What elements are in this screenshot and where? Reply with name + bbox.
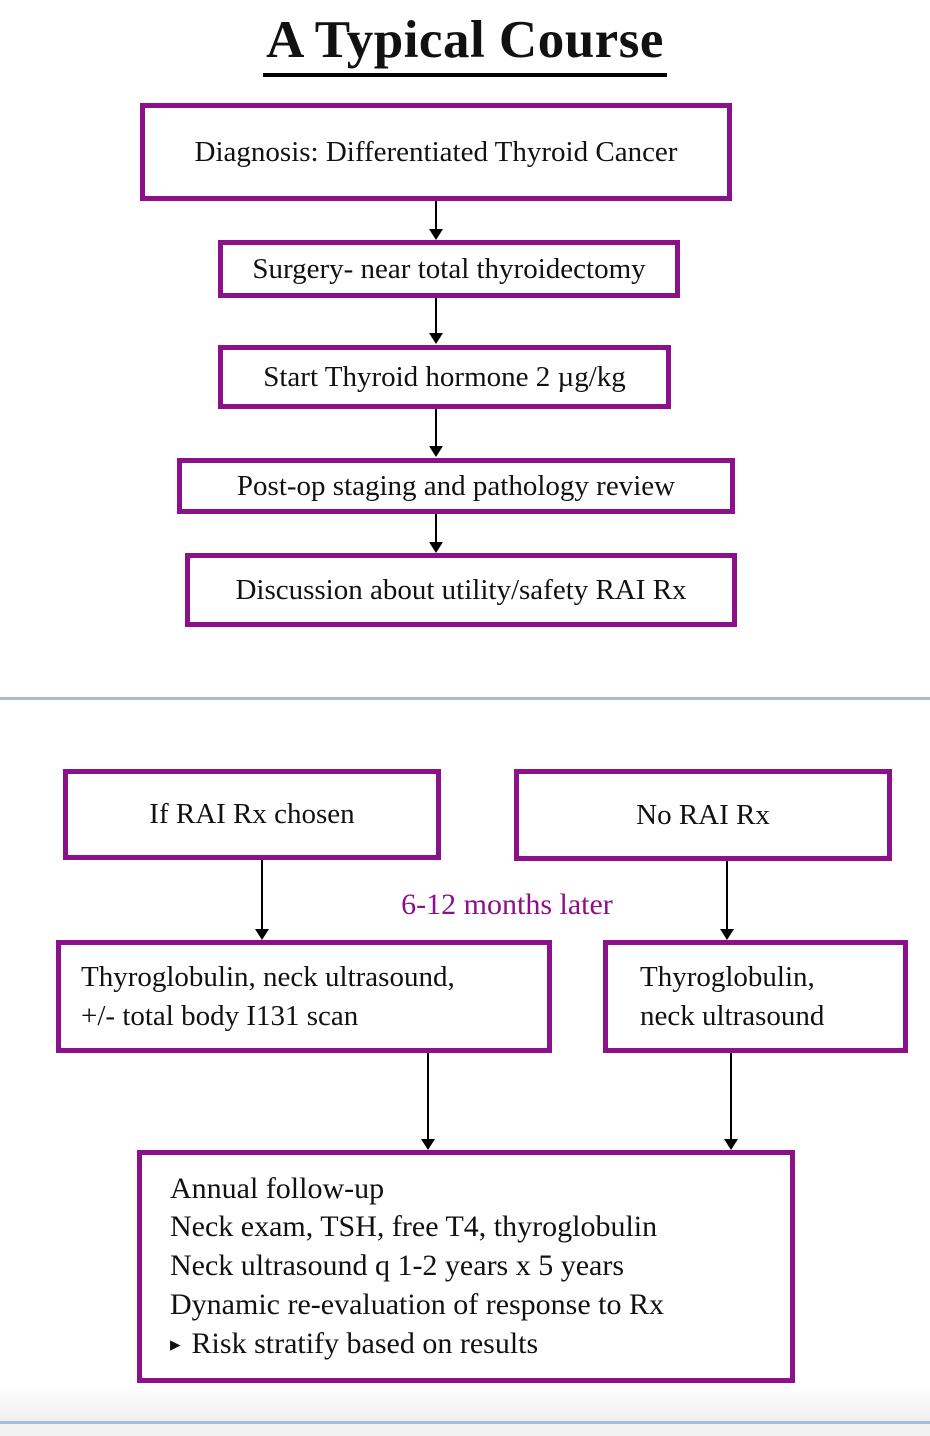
rai-chosen-box: If RAI Rx chosen	[63, 769, 441, 860]
arrow-shaft	[726, 861, 728, 932]
surgery-box-label: Surgery- near total thyroidectomy	[252, 252, 646, 285]
diagnosis-box: Diagnosis: Differentiated Thyroid Cancer	[140, 103, 732, 201]
annual-followup-line-3: Neck ultrasound q 1-2 years x 5 years	[170, 1249, 625, 1283]
arrow-shaft	[435, 201, 437, 232]
arrow-head-icon	[429, 229, 443, 240]
page-title-text: A Typical Course	[263, 10, 667, 77]
flow-arrow-8	[724, 1053, 738, 1150]
bottom-fade	[0, 1386, 930, 1421]
no-rai-followup-box: Thyroglobulin, neck ultrasound	[603, 940, 908, 1053]
risk-stratify-text: Risk stratify based on results	[191, 1326, 539, 1360]
arrow-head-icon	[429, 333, 443, 344]
annual-followup-line-4: Dynamic re-evaluation of response to Rx	[170, 1287, 665, 1321]
flow-arrow-1	[429, 201, 443, 240]
arrow-head-icon	[720, 929, 734, 940]
arrow-head-icon	[429, 542, 443, 553]
triangle-bullet-icon: ▸	[170, 1331, 181, 1356]
no-rai-followup-line-1: Thyroglobulin,	[640, 960, 815, 993]
rai-followup-line-2: +/- total body I131 scan	[81, 999, 359, 1032]
thyroid-hormone-box: Start Thyroid hormone 2 µg/kg	[218, 345, 671, 409]
risk-stratify-line: ▸ Risk stratify based on results	[170, 1325, 538, 1364]
flow-arrow-5	[255, 860, 269, 940]
rai-followup-line-1: Thyroglobulin, neck ultrasound,	[81, 960, 455, 993]
no-rai-box-label: No RAI Rx	[636, 798, 770, 831]
annual-followup-line-1: Annual follow-up	[170, 1171, 385, 1205]
postop-staging-box-label: Post-op staging and pathology review	[236, 469, 676, 502]
page-title: A Typical Course	[0, 10, 930, 77]
surgery-box: Surgery- near total thyroidectomy	[218, 240, 680, 298]
flow-arrow-3	[429, 409, 443, 457]
arrow-shaft	[261, 860, 263, 932]
arrow-shaft	[435, 298, 437, 336]
no-rai-box: No RAI Rx	[514, 769, 892, 861]
bottom-divider	[0, 1421, 930, 1424]
flow-arrow-2	[429, 298, 443, 344]
arrow-shaft	[730, 1053, 732, 1142]
postop-staging-box: Post-op staging and pathology review	[177, 458, 735, 514]
arrow-head-icon	[421, 1139, 435, 1150]
flow-arrow-6	[720, 861, 734, 940]
arrow-shaft	[427, 1053, 429, 1142]
annual-followup-box: Annual follow-up Neck exam, TSH, free T4…	[137, 1150, 795, 1383]
no-rai-followup-line-2: neck ultrasound	[640, 999, 825, 1032]
annual-followup-line-2: Neck exam, TSH, free T4, thyroglobulin	[170, 1210, 658, 1244]
rai-chosen-box-label: If RAI Rx chosen	[149, 798, 355, 831]
arrow-shaft	[435, 514, 437, 545]
section-divider	[0, 697, 930, 700]
rai-discussion-box: Discussion about utility/safety RAI Rx	[185, 553, 737, 627]
thyroid-hormone-box-label: Start Thyroid hormone 2 µg/kg	[263, 360, 626, 393]
bottom-strip	[0, 1424, 930, 1436]
interval-label: 6-12 months later	[401, 888, 613, 921]
rai-discussion-box-label: Discussion about utility/safety RAI Rx	[235, 573, 687, 606]
arrow-head-icon	[255, 929, 269, 940]
rai-followup-box: Thyroglobulin, neck ultrasound, +/- tota…	[56, 940, 552, 1053]
arrow-shaft	[435, 409, 437, 449]
flow-arrow-4	[429, 514, 443, 553]
flow-arrow-7	[421, 1053, 435, 1150]
arrow-head-icon	[429, 446, 443, 457]
arrow-head-icon	[724, 1139, 738, 1150]
diagnosis-box-label: Diagnosis: Differentiated Thyroid Cancer	[194, 135, 678, 168]
